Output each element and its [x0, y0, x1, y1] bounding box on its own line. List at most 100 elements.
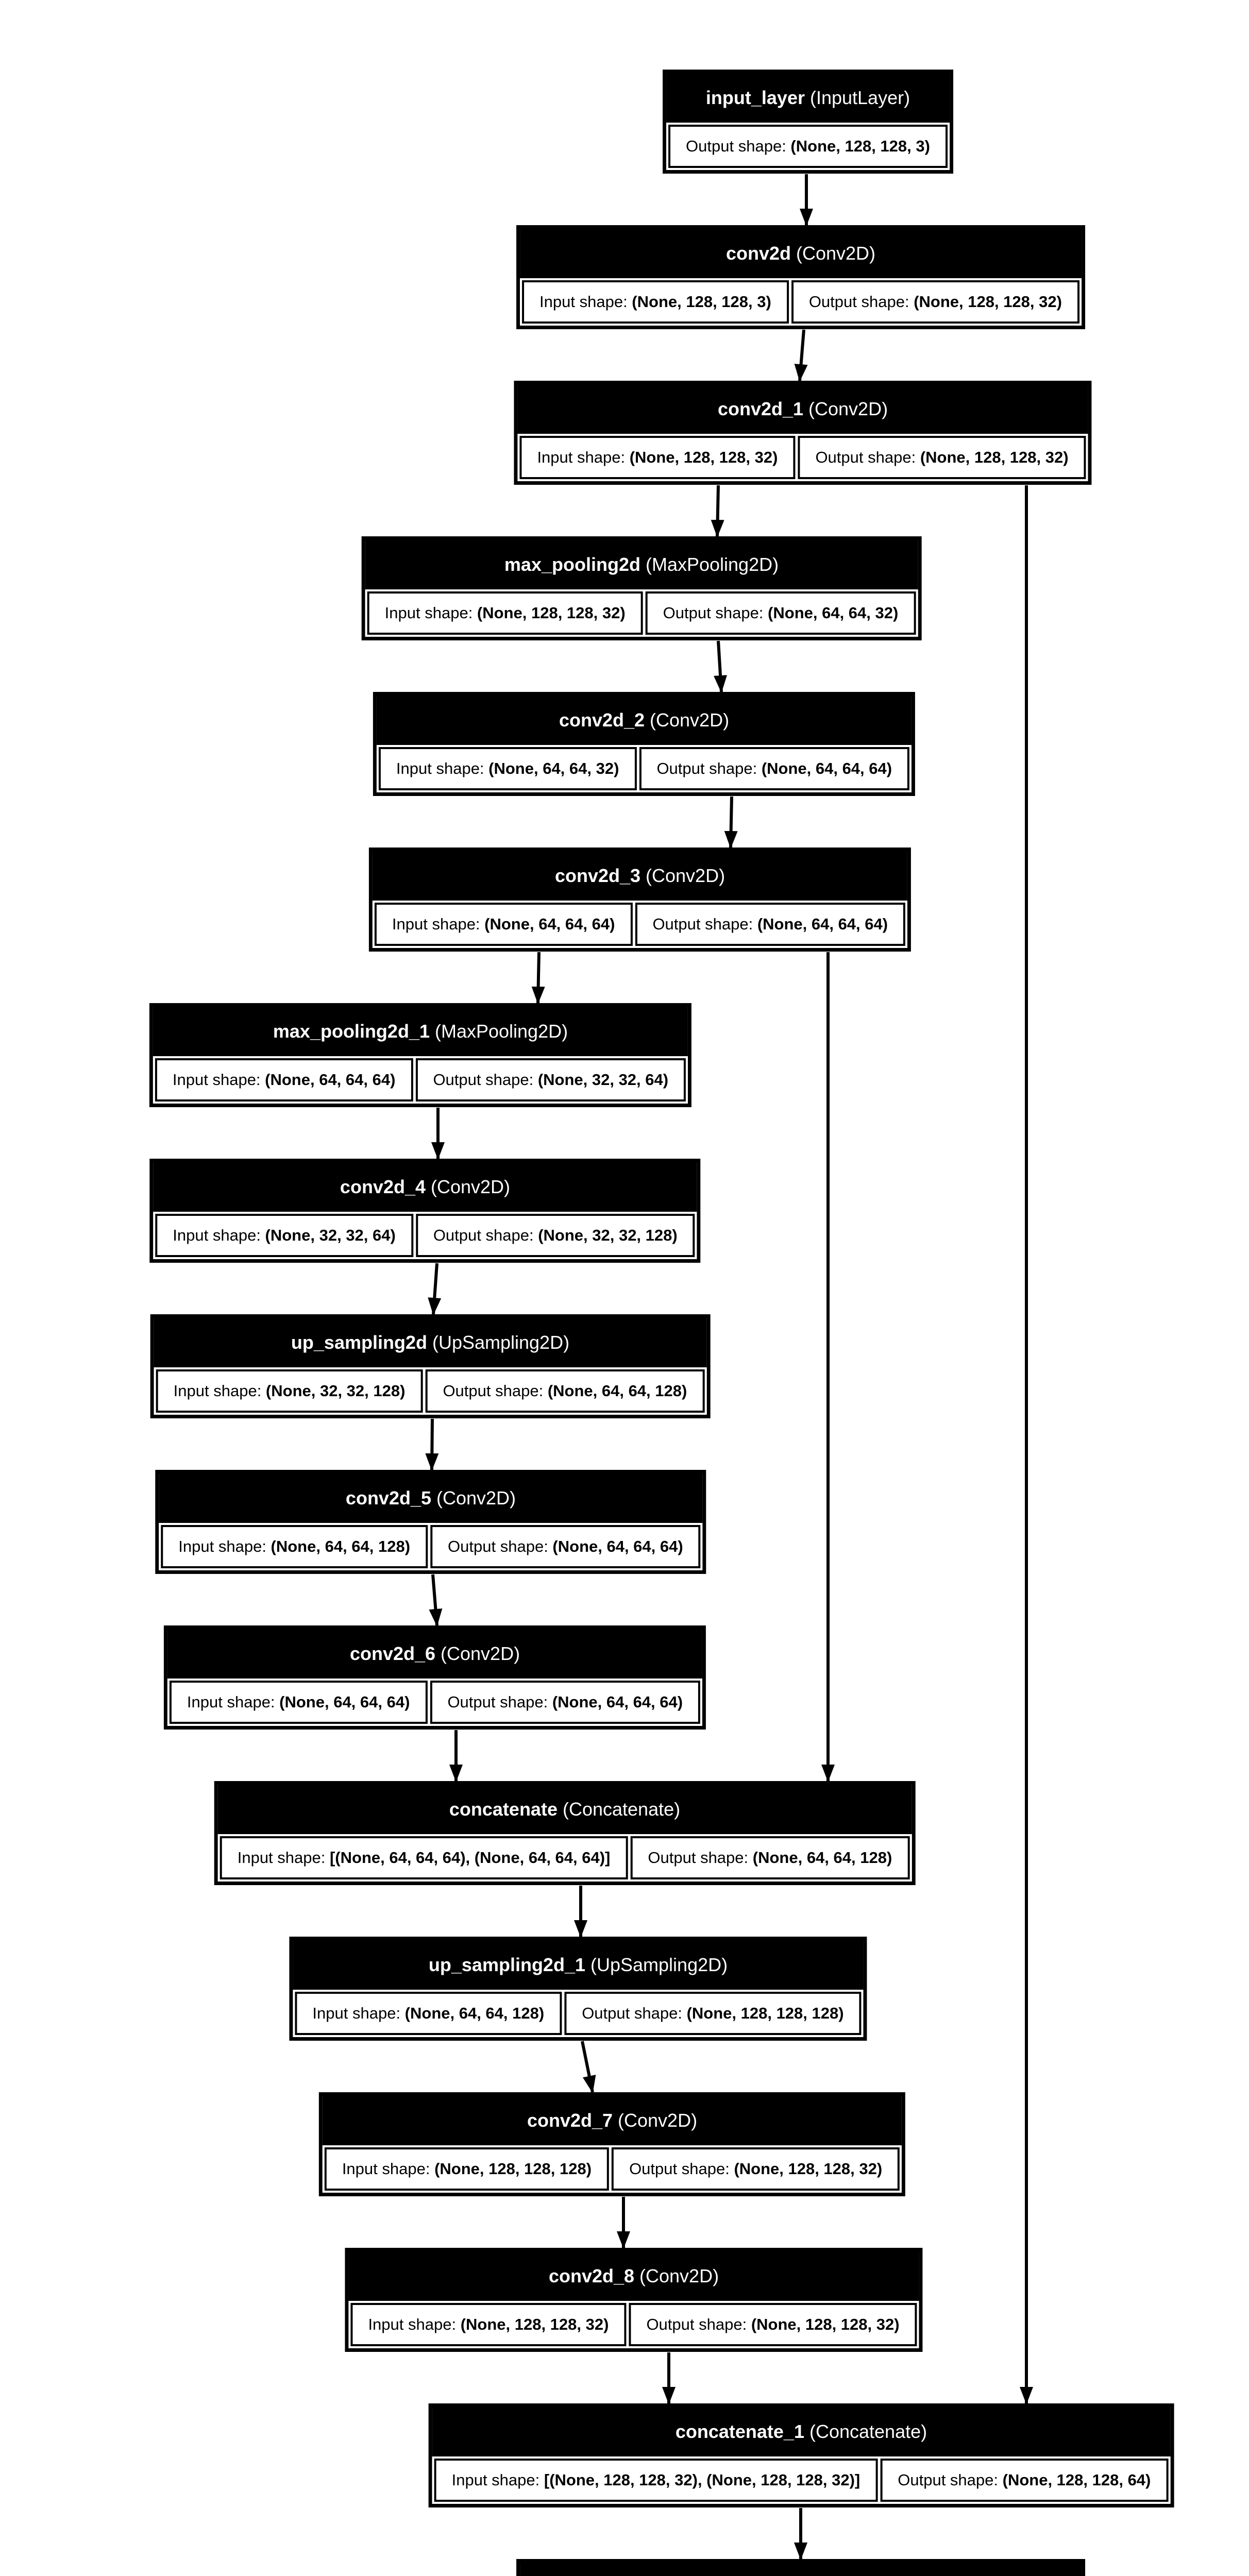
shape-label: Input shape:	[173, 1226, 265, 1244]
shape-value: (None, 32, 32, 64)	[537, 1071, 669, 1089]
shape-value: (None, 128, 128, 32)	[751, 2315, 900, 2333]
edge-conv2d_5-to-conv2d_6	[429, 1574, 443, 1626]
layer-header: concatenate_1 (Concatenate)	[432, 2407, 1171, 2456]
layer-node-concatenate: concatenate (Concatenate)Input shape: [(…	[214, 1781, 916, 1885]
layer-header: up_sampling2d_1 (UpSampling2D)	[293, 1940, 864, 1990]
layer-type: (Conv2D)	[640, 865, 725, 886]
layer-shapes-row: Input shape: (None, 64, 64, 64)Output sh…	[167, 1679, 703, 1726]
shape-label: Output shape:	[433, 1226, 538, 1244]
layer-node-up_sampling2d_1: up_sampling2d_1 (UpSampling2D)Input shap…	[289, 1937, 867, 2041]
layer-header: conv2d_1 (Conv2D)	[517, 384, 1088, 434]
layer-shapes-row: Input shape: (None, 32, 32, 64) Output sh…	[153, 1212, 697, 1259]
layer-name: conv2d_7	[527, 2110, 613, 2131]
shape-value: (None, 128, 128, 32)	[734, 2160, 883, 2178]
shape-value: (None, 32, 32, 64)	[265, 1226, 396, 1244]
layer-header: up_sampling2d (UpSampling2D)	[154, 1318, 707, 1367]
shape-value: (None, 32, 32, 128)	[538, 1226, 678, 1244]
layer-type: (Conv2D)	[426, 1176, 511, 1197]
layer-name: conv2d_4	[340, 1176, 426, 1197]
edge-conv2d_1-to-max_pooling2d	[711, 485, 724, 537]
shape-value: (None, 64, 64, 32)	[768, 604, 899, 622]
layer-shapes-row: Input shape: (None, 128, 128, 3)Output s…	[520, 278, 1082, 326]
layer-node-conv2d_5: conv2d_5 (Conv2D)Input shape: (None, 64,…	[155, 1470, 706, 1574]
layer-header: conv2d_3 (Conv2D)	[372, 851, 908, 901]
shape-value: (None, 64, 64, 64)	[484, 915, 615, 933]
shape-value: (None, 64, 64, 64)	[757, 915, 888, 933]
input-shape-cell: Input shape: (None, 64, 64, 128)	[295, 1992, 562, 2035]
layer-header: input_layer (InputLayer)	[666, 73, 950, 123]
output-shape-cell: Output shape: (None, 64, 64, 64)	[635, 903, 906, 946]
edge-conv2d_4-to-up_sampling2d	[428, 1263, 442, 1315]
edge-conv2d-to-conv2d_1	[794, 329, 808, 382]
layer-node-input_layer: input_layer (InputLayer)Output shape: (N…	[663, 70, 953, 174]
shape-value: (None, 128, 128, 3)	[632, 293, 771, 311]
shape-value: (None, 64, 64, 128)	[404, 2004, 545, 2022]
layer-header: concatenate (Concatenate)	[217, 1785, 912, 1834]
layer-header: conv2d_8 (Conv2D)	[348, 2251, 919, 2301]
input-shape-cell: Input shape: (None, 64, 64, 128)	[161, 1525, 428, 1568]
layer-node-conv2d_6: conv2d_6 (Conv2D) Input shape: (None, 64,…	[163, 1625, 706, 1730]
layer-header: conv2d (Conv2D)	[520, 229, 1082, 278]
shape-value: (None, 128, 128, 32)	[920, 448, 1069, 466]
output-shape-cell: Output shape: (None, 64, 64, 64)	[430, 1525, 701, 1568]
input-shape-cell: Input shape: (None, 32, 32, 128)	[156, 1369, 423, 1413]
layer-node-concatenate_1: concatenate_1 (Concatenate)Input shape: …	[428, 2403, 1174, 2507]
output-shape-cell: Output shape: (None, 128, 128, 32)	[612, 2147, 900, 2191]
layer-type: (Conv2D)	[645, 709, 730, 731]
input-shape-cell: Input shape: (None, 64, 64, 64)	[155, 1058, 413, 1101]
edge-conv2d_3-to-max_pooling2d_1	[531, 952, 545, 1004]
input-shape-cell: Input shape: (None, 64, 64, 64)	[374, 903, 633, 946]
shape-value: [(None, 64, 64, 64), (None, 64, 64, 64)]	[329, 1849, 611, 1867]
layer-name: concatenate_1	[675, 2421, 804, 2442]
shape-label: Input shape:	[178, 1537, 271, 1555]
output-shape-cell: Output shape: (None, 32, 32, 64)	[415, 1058, 686, 1101]
layer-name: conv2d_6	[349, 1643, 436, 1664]
layer-type: (Conv2D)	[435, 1643, 520, 1664]
layer-shapes-row: Input shape: (None, 128, 128, 128)Output…	[322, 2145, 902, 2193]
layer-name: up_sampling2d_1	[428, 1954, 585, 1975]
layer-name: conv2d_1	[717, 398, 804, 419]
layer-type: (MaxPooling2D)	[429, 1021, 568, 1042]
layer-type: (Conv2D)	[431, 1487, 516, 1509]
shape-label: Output shape:	[443, 1382, 548, 1400]
input-shape-cell: Input shape: (None, 128, 128, 32)	[350, 2303, 627, 2346]
shape-value: (None, 128, 128, 32)	[460, 2315, 609, 2333]
shape-label: Input shape:	[451, 2471, 544, 2489]
output-shape-cell: Output shape: (None, 64, 64, 64)	[639, 747, 910, 790]
output-shape-cell: Output shape: (None, 128, 128, 32)	[791, 280, 1079, 324]
shape-value: (None, 128, 128, 3)	[790, 137, 930, 155]
layer-node-conv2d_2: conv2d_2 (Conv2D)Input shape: (None, 64,…	[373, 692, 916, 796]
layer-shapes-row: Input shape: [(None, 128, 128, 32), (Non…	[432, 2456, 1171, 2504]
layer-type: (Conv2D)	[613, 2110, 698, 2131]
input-shape-cell: Input shape: [(None, 64, 64, 64), (None,…	[220, 1836, 628, 1879]
layer-type: (UpSampling2D)	[585, 1954, 728, 1975]
shape-label: Output shape:	[433, 1071, 538, 1089]
layer-shapes-row: Input shape: [(None, 64, 64, 64), (None,…	[217, 1834, 912, 1882]
layer-shapes-row: Input shape: (None, 64, 64, 64)Output sh…	[153, 1056, 688, 1104]
layer-type: (InputLayer)	[804, 87, 910, 108]
layer-header: max_pooling2d_1 (MaxPooling2D)	[153, 1007, 688, 1056]
input-shape-cell: Input shape: (None, 128, 128, 3)	[522, 280, 789, 324]
layer-node-up_sampling2d: up_sampling2d (UpSampling2D)Input shape:…	[150, 1314, 711, 1418]
layer-shapes-row: Input shape: (None, 128, 128, 32)Output …	[365, 589, 918, 637]
layer-shapes-row: Output shape: (None, 128, 128, 3)	[666, 123, 950, 170]
layer-type: (MaxPooling2D)	[640, 554, 779, 575]
shape-label: Output shape:	[656, 759, 762, 777]
shape-value: (None, 64, 64, 64)	[552, 1537, 683, 1555]
output-shape-cell: Output shape: (None, 128, 128, 32)	[798, 436, 1086, 479]
shape-value: (None, 128, 128, 32)	[477, 604, 626, 622]
layer-node-conv2d_7: conv2d_7 (Conv2D)Input shape: (None, 128…	[318, 2092, 906, 2196]
shape-label: Output shape:	[815, 448, 920, 466]
layer-type: (Conv2D)	[803, 398, 888, 419]
input-shape-cell: Input shape: (None, 128, 128, 128)	[324, 2147, 610, 2191]
shape-label: Output shape:	[648, 1849, 753, 1867]
shape-label: Input shape:	[312, 2004, 405, 2022]
layer-type: (Concatenate)	[557, 1799, 681, 1820]
layer-name: max_pooling2d	[504, 554, 640, 575]
output-shape-cell: Output shape: (None, 128, 128, 3)	[668, 125, 948, 168]
shape-label: Output shape:	[646, 2315, 751, 2333]
shape-label: Input shape:	[237, 1849, 330, 1867]
layer-header: max_pooling2d (MaxPooling2D)	[365, 540, 918, 589]
